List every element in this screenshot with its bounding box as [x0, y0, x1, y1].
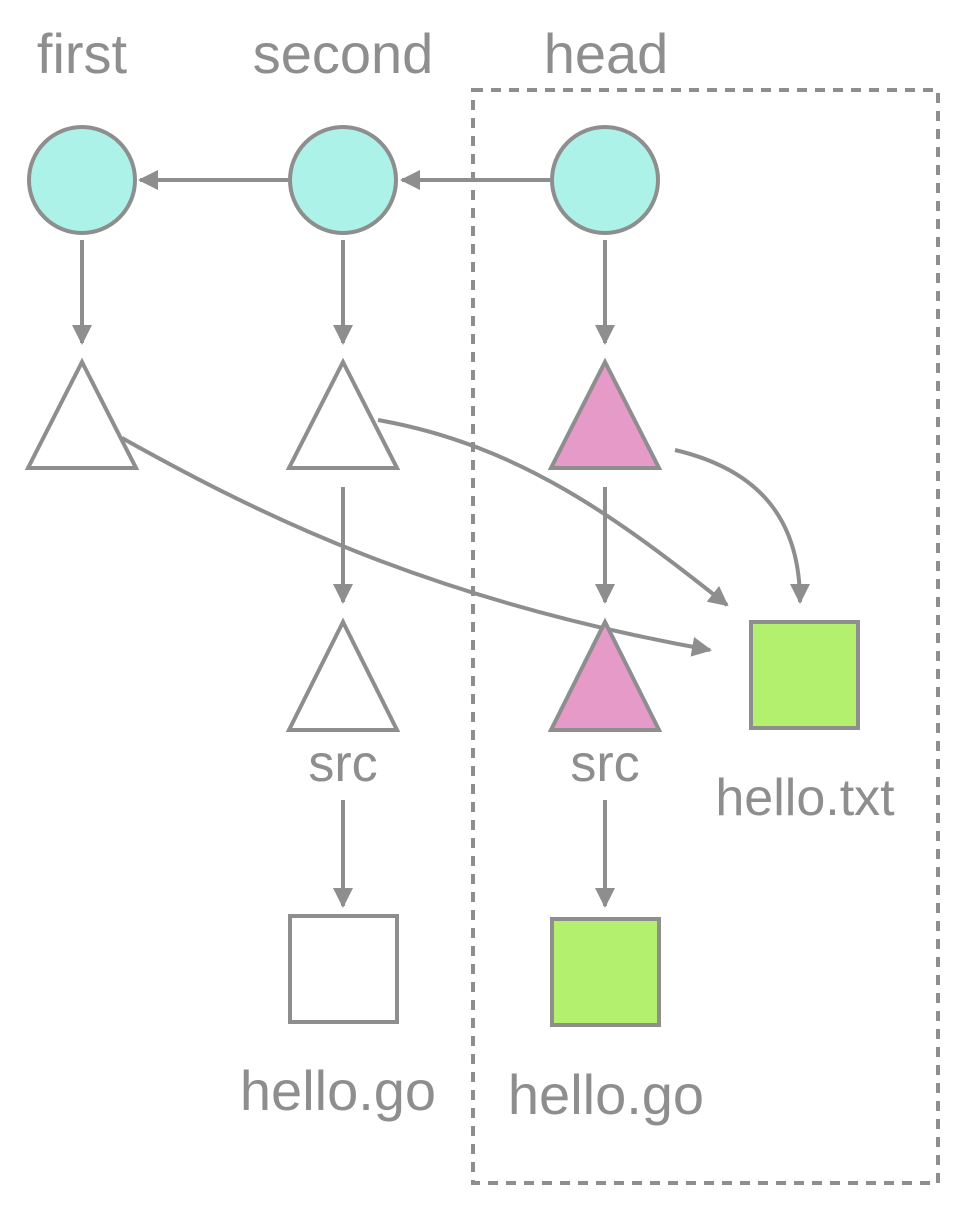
- blob-hello-go-head: [550, 917, 661, 1027]
- edge-first-tree-to-hello-txt: [121, 436, 712, 657]
- commit-head: [550, 125, 660, 235]
- tree-src-second: [285, 617, 401, 732]
- label-hello-txt: hello.txt: [715, 769, 895, 827]
- label-src-second: src: [308, 735, 377, 793]
- edge-second-tree-to-hello-txt: [377, 418, 729, 607]
- head-snapshot-boundary: [471, 88, 940, 1185]
- tree-head: [547, 357, 663, 470]
- blob-hello-go-second: [288, 914, 399, 1024]
- tree-src-head: [547, 617, 663, 732]
- tree-first: [24, 357, 140, 470]
- label-first: first: [37, 22, 128, 85]
- label-head: head: [544, 22, 669, 85]
- blob-hello-txt: [749, 620, 860, 730]
- commit-first: [27, 125, 137, 235]
- label-second: second: [253, 22, 434, 85]
- label-hello-go-head: hello.go: [508, 1063, 704, 1126]
- edge-head-tree-to-hello-txt: [674, 448, 810, 604]
- label-src-head: src: [570, 735, 639, 793]
- commit-second: [288, 125, 398, 235]
- label-hello-go-second: hello.go: [240, 1059, 436, 1122]
- tree-second: [285, 357, 401, 470]
